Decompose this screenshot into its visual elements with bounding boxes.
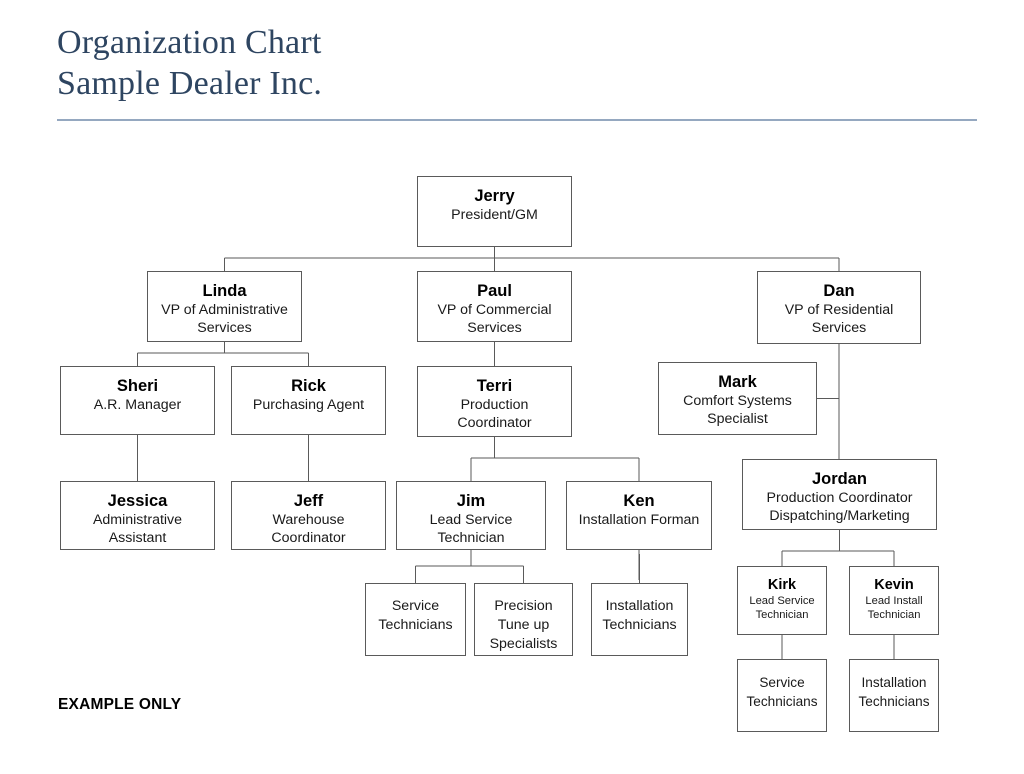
org-node-dan[interactable]: Dan VP of Residential Services (757, 271, 921, 344)
example-only-label: EXAMPLE ONLY (58, 696, 182, 713)
page-title-line-1: Organization Chart (57, 24, 322, 61)
node-title: Production Coordinator Dispatching/Marke… (766, 490, 913, 524)
connector-ken-install-tech-c (638, 549, 641, 584)
node-name: Mark (718, 373, 757, 391)
node-name: Jeff (293, 492, 324, 510)
node-name: Jim (456, 492, 486, 510)
node-title: Installation Forman (578, 512, 700, 528)
node-title: Lead Service Technician (429, 512, 513, 546)
title-underline-rule (57, 119, 977, 121)
org-node-svc-tech-r[interactable]: Service Technicians (737, 659, 827, 732)
node-title: President/GM (451, 207, 538, 223)
node-name: Linda (202, 282, 247, 300)
org-node-precision[interactable]: Precision Tune up Specialists (474, 583, 573, 656)
node-name: Jordan (811, 470, 867, 488)
node-title: A.R. Manager (93, 397, 182, 413)
node-name: Rick (291, 377, 326, 395)
node-title: Lead Install Technician (865, 595, 923, 621)
node-name: Kevin (874, 577, 914, 593)
node-title: Service Technicians (746, 675, 818, 709)
org-node-paul[interactable]: Paul VP of Commercial Services (417, 271, 572, 342)
node-title: VP of Residential Services (784, 302, 894, 336)
node-name: Terri (476, 377, 513, 395)
node-title: VP of Commercial Services (437, 302, 552, 336)
node-title: Administrative Assistant (92, 512, 183, 546)
org-node-install-tech-r[interactable]: Installation Technicians (849, 659, 939, 732)
node-title: VP of Administrative Services (161, 302, 288, 336)
node-name: Ken (623, 492, 655, 510)
org-node-linda[interactable]: Linda VP of Administrative Services (147, 271, 302, 342)
page-header: Organization Chart Sample Dealer Inc. (57, 22, 977, 104)
node-title: Lead Service Technician (749, 595, 815, 621)
node-title: Installation Technicians (602, 598, 677, 633)
node-name: Sheri (116, 377, 159, 395)
page-title-line-2: Sample Dealer Inc. (57, 65, 323, 102)
node-name: Paul (477, 282, 512, 300)
node-title: Service Technicians (378, 598, 453, 633)
node-name: Jerry (474, 187, 515, 205)
node-title: Installation Technicians (858, 675, 930, 709)
org-node-install-tech-c[interactable]: Installation Technicians (591, 583, 688, 656)
org-node-svc-tech-c[interactable]: Service Technicians (365, 583, 466, 656)
node-name: Dan (823, 282, 855, 300)
node-name: Kirk (767, 577, 797, 593)
node-title: Purchasing Agent (252, 397, 365, 413)
node-title: Production Coordinator (457, 397, 532, 431)
node-name: Jessica (107, 492, 168, 510)
node-title: Comfort Systems Specialist (683, 393, 792, 427)
node-title: Precision Tune up Specialists (489, 598, 558, 652)
node-title: Warehouse Coordinator (271, 512, 346, 546)
